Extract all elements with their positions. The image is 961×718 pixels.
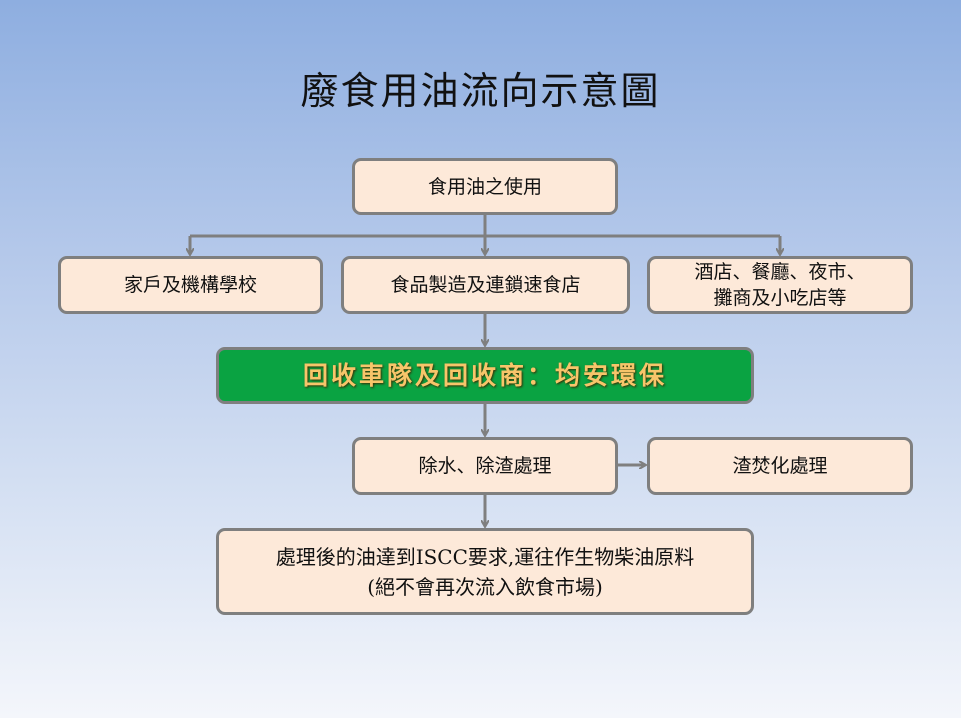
page-title: 廢食用油流向示意圖: [300, 69, 661, 113]
node-restaurants-line2: 攤商及小吃店等: [713, 287, 847, 309]
node-dewatering: 除水、除渣處理: [352, 437, 618, 495]
node-final: 處理後的油達到ISCC要求,運往作生物柴油原料 (絕不會再次流入飲食市場): [216, 528, 754, 615]
node-restaurants: 酒店、餐廳、夜市、 攤商及小吃店等: [647, 256, 913, 314]
node-households: 家戶及機構學校: [58, 256, 323, 314]
node-restaurants-line1: 酒店、餐廳、夜市、: [694, 261, 866, 283]
node-residue: 渣焚化處理: [647, 437, 913, 495]
node-final-line2: (絕不會再次流入飲食市場): [367, 574, 603, 599]
node-final-line1: 處理後的油達到ISCC要求,運往作生物柴油原料: [275, 544, 695, 569]
node-collector: 回收車隊及回收商：均安環保: [216, 347, 754, 404]
node-usage: 食用油之使用: [352, 158, 618, 215]
node-food-manufacturing: 食品製造及連鎖速食店: [341, 256, 630, 314]
